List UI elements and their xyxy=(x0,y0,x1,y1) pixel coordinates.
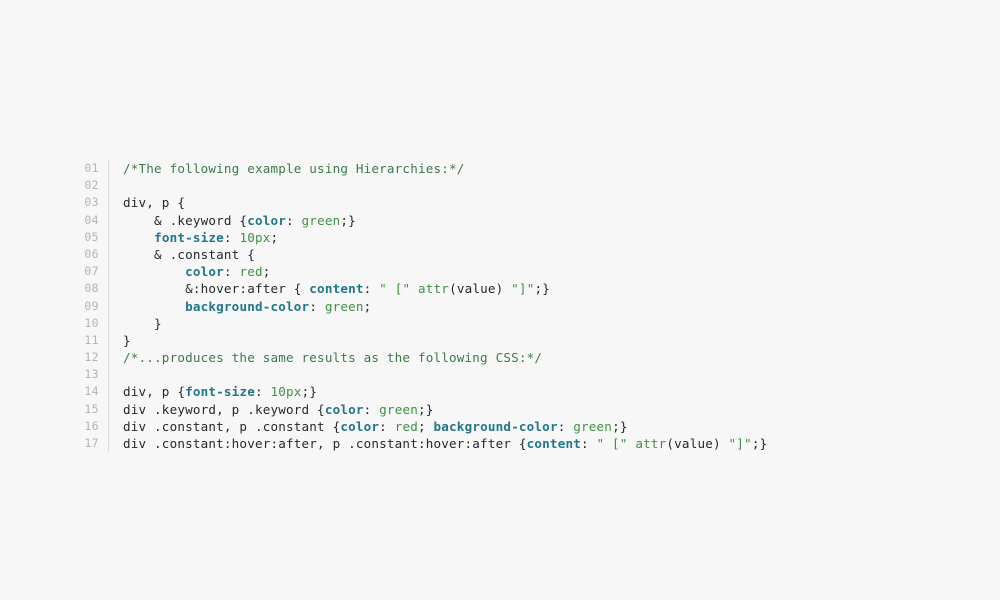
code-token-plain: } xyxy=(123,315,162,331)
code-token-plain xyxy=(123,230,154,245)
line-number: 12 xyxy=(84,350,99,365)
code-token-function: attr xyxy=(635,436,667,451)
line-number: 11 xyxy=(84,332,99,347)
line-number: 14 xyxy=(84,384,99,399)
code-token-string: " [" xyxy=(379,281,411,297)
code-token-plain: : xyxy=(254,384,271,400)
line-number-gutter: 01 02 03 04 05 06 07 08 09 10 11 12 13 14 15 16 17 xyxy=(82,160,109,453)
code-token-plain: : xyxy=(286,212,302,228)
code-token-property: color xyxy=(324,401,364,417)
code-line[interactable]: } xyxy=(123,315,767,332)
code-line[interactable]: div .keyword, p .keyword {color: green;} xyxy=(123,401,767,418)
code-token-plain: ; xyxy=(417,418,434,434)
code-token-property: background-color xyxy=(185,298,310,314)
code-token-value: 10px xyxy=(239,229,271,245)
code-token-plain: ;} xyxy=(301,384,318,400)
code-token-plain: : xyxy=(580,436,597,451)
code-token-string: " [" xyxy=(596,436,628,451)
code-token-plain: : xyxy=(223,229,240,245)
code-token-plain xyxy=(123,299,185,314)
code-token-string: "]" xyxy=(728,436,752,451)
code-token-value: green xyxy=(324,298,364,314)
code-line[interactable]: background-color: green; xyxy=(123,298,767,315)
line-number: 15 xyxy=(84,401,99,416)
code-token-value: red xyxy=(239,264,263,280)
code-token-plain: (value) xyxy=(449,281,512,297)
code-token-property: background-color xyxy=(433,418,558,434)
line-number: 10 xyxy=(84,315,99,330)
line-number: 05 xyxy=(84,229,99,244)
code-line[interactable]: div, p { xyxy=(123,194,767,211)
line-number: 17 xyxy=(84,436,99,450)
code-token-plain: } xyxy=(123,332,131,348)
code-token-property: color xyxy=(247,212,287,228)
code-token-property: content xyxy=(309,281,364,297)
line-number: 16 xyxy=(84,418,99,433)
code-line[interactable] xyxy=(123,177,767,194)
line-number: 06 xyxy=(84,246,99,261)
code-token-plain: : xyxy=(379,418,395,434)
code-token-function: attr xyxy=(418,281,450,297)
code-content[interactable]: /*The following example using Hierarchie… xyxy=(109,160,767,452)
code-token-plain: div, p { xyxy=(123,195,186,211)
code-token-plain: : xyxy=(363,281,380,297)
code-token-plain xyxy=(410,281,418,296)
code-token-value: red xyxy=(394,418,418,434)
code-token-plain: ; xyxy=(363,298,372,314)
code-token-property: content xyxy=(526,436,581,451)
code-token-plain: : xyxy=(309,298,325,314)
code-token-comment: /*...produces the same results as the fo… xyxy=(123,350,543,366)
code-token-plain: & .constant { xyxy=(123,246,255,262)
code-line[interactable]: font-size: 10px; xyxy=(123,229,767,246)
code-line[interactable]: /*...produces the same results as the fo… xyxy=(123,349,767,366)
code-line[interactable] xyxy=(123,366,767,383)
code-token-plain: &:hover:after { xyxy=(123,281,310,297)
line-number: 04 xyxy=(84,212,99,227)
code-token-value: 10px xyxy=(270,384,302,400)
code-token-plain: div .keyword, p .keyword { xyxy=(123,401,325,417)
code-token-plain: div .constant, p .constant { xyxy=(123,418,341,434)
code-token-plain: (value) xyxy=(666,436,729,451)
code-token-plain: : xyxy=(363,401,380,417)
code-line[interactable]: } xyxy=(123,332,767,349)
code-token-property: color xyxy=(185,264,224,280)
code-token-plain: ;} xyxy=(417,401,434,417)
code-line[interactable]: & .constant { xyxy=(123,246,767,263)
code-line[interactable]: div .constant:hover:after, p .constant:h… xyxy=(123,435,767,452)
line-number: 13 xyxy=(84,367,99,382)
code-block: 01 02 03 04 05 06 07 08 09 10 11 12 13 14 15 16 17 /*The… xyxy=(82,160,768,453)
code-token-plain: ;} xyxy=(340,212,356,228)
code-line[interactable]: & .keyword {color: green;} xyxy=(123,212,767,229)
code-token-string: "]" xyxy=(511,281,535,297)
code-token-plain xyxy=(123,264,185,279)
code-token-plain: ; xyxy=(262,264,271,280)
code-token-property: font-size xyxy=(185,384,255,400)
code-token-plain: : xyxy=(557,418,574,434)
code-token-property: color xyxy=(340,418,380,434)
code-token-value: green xyxy=(379,401,418,417)
code-token-comment: /*The following example using Hierarchie… xyxy=(123,161,465,176)
line-number: 09 xyxy=(84,298,99,313)
code-token-plain: ;} xyxy=(751,436,768,451)
code-token-value: green xyxy=(573,418,613,434)
code-line[interactable]: div, p {font-size: 10px;} xyxy=(123,383,767,400)
code-token-plain: & .keyword { xyxy=(123,212,248,228)
line-number: 02 xyxy=(84,178,99,193)
code-token-plain: ;} xyxy=(612,418,628,434)
code-line[interactable]: /*The following example using Hierarchie… xyxy=(123,160,767,177)
line-number: 03 xyxy=(84,195,99,210)
line-number: 01 xyxy=(84,161,99,175)
code-token-value: green xyxy=(301,212,341,228)
code-line[interactable]: color: red; xyxy=(123,263,767,280)
code-token-property: font-size xyxy=(154,229,224,245)
code-token-plain: ;} xyxy=(534,281,550,297)
line-number: 08 xyxy=(84,281,99,296)
code-token-plain: ; xyxy=(270,229,279,245)
code-token-plain: div .constant:hover:after, p .constant:h… xyxy=(123,436,527,451)
line-number: 07 xyxy=(84,264,99,279)
code-token-plain: div, p { xyxy=(123,384,186,400)
code-token-plain: : xyxy=(223,264,240,280)
code-line[interactable]: &:hover:after { content: " [" attr(value… xyxy=(123,280,767,297)
code-line[interactable]: div .constant, p .constant {color: red; … xyxy=(123,418,767,435)
